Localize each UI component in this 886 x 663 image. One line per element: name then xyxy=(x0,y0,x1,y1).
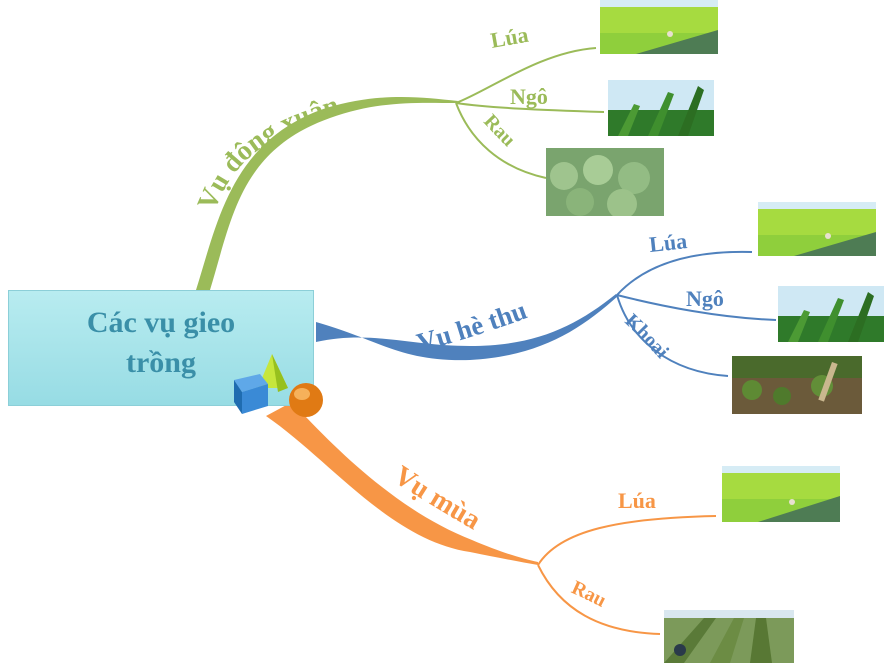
branch-dong-xuan xyxy=(196,47,605,290)
mua-rau-label: Rau xyxy=(568,577,610,612)
branch-he-thu-ngo-line xyxy=(616,294,777,321)
sweet-potato-field-photo xyxy=(732,356,862,414)
branch-dong-xuan-ngo-line xyxy=(455,102,605,113)
mua-lua-label: Lúa xyxy=(618,488,656,513)
branch-mua-lua-line xyxy=(537,515,717,566)
corn-field-photo-2 xyxy=(778,286,884,342)
central-topic-title: Các vụ gieo trồng xyxy=(8,303,314,383)
central-topic-line-2: trồng xyxy=(126,346,196,379)
dong-xuan-rau-label: Rau xyxy=(479,110,519,151)
he-thu-khoai-label: Khoai xyxy=(621,310,674,363)
branch-mua-rau-line xyxy=(537,564,661,635)
branch-dong-xuan-lua-line xyxy=(455,47,597,104)
rice-field-photo-3 xyxy=(722,466,840,522)
branch-he-thu-trunk xyxy=(316,294,618,361)
shapes-icon xyxy=(234,354,323,417)
branch-mua-trunk xyxy=(266,402,538,565)
branch-he-thu-lua-line xyxy=(616,250,753,296)
he-thu-ngo-label: Ngô xyxy=(686,286,724,311)
vegetable-field-photo-2 xyxy=(664,610,794,663)
dong-xuan-lua-label: Lúa xyxy=(489,22,531,53)
vegetable-field-photo xyxy=(546,148,664,216)
branch-dong-xuan-rau-line xyxy=(455,102,547,179)
branch-dong-xuan-trunk xyxy=(196,96,458,290)
dong-xuan-ngo-label: Ngô xyxy=(510,84,548,109)
corn-field-photo xyxy=(608,80,714,136)
branch-he-thu xyxy=(316,250,777,377)
central-topic-line-1: Các vụ gieo xyxy=(86,306,236,339)
rice-field-photo-2 xyxy=(758,202,876,256)
branch-mua xyxy=(266,402,717,635)
he-thu-lua-label: Lúa xyxy=(648,228,688,257)
branch-he-thu-khoai-line xyxy=(616,294,729,377)
rice-field-photo xyxy=(600,0,718,54)
